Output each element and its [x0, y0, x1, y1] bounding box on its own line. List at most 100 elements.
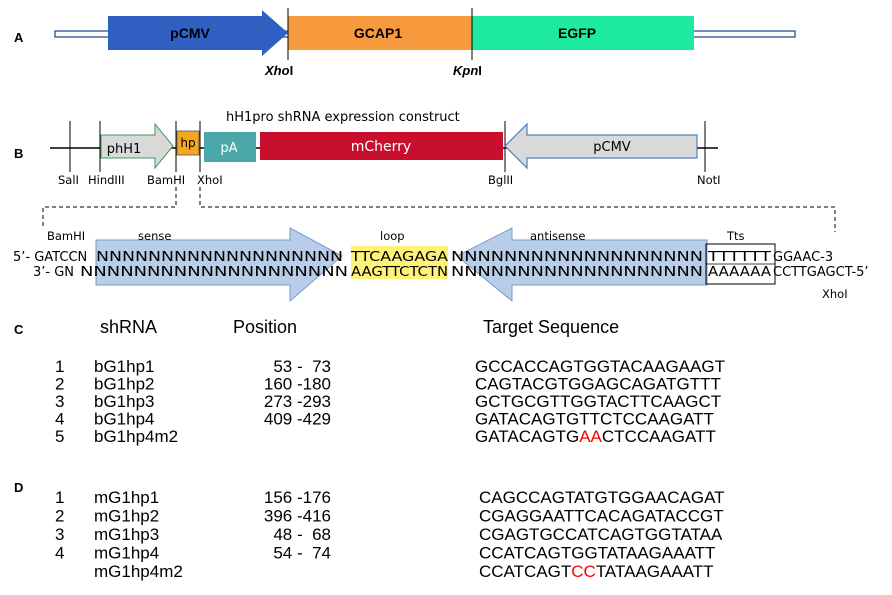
- xhoi-seq-label: XhoI: [822, 287, 848, 301]
- position-range: 160 -180: [264, 375, 331, 394]
- phh1-promoter-arrow: [100, 122, 174, 170]
- shrna-name: mG1hp4m2: [94, 562, 183, 581]
- target-sequence: GCCACCAGTGGTACAAGAAGT: [475, 357, 725, 376]
- bglii-label: BglII: [488, 173, 513, 187]
- target-sequence: CGAGGAATTCACAGATACCGT: [479, 507, 724, 526]
- position-range: 48 - 68: [273, 525, 331, 544]
- hairpin-sequence: BamHI sense loop antisense Tts 5’- GATCC…: [13, 227, 869, 303]
- shrna-name: bG1hp4: [94, 410, 155, 429]
- row-number: 1: [55, 357, 64, 376]
- table-row: 4 mG1hp4 54 - 74 CCATCAGTGGTATAAGAAATT: [55, 544, 715, 563]
- egfp-segment: [472, 16, 694, 50]
- panel-d-label: D: [14, 480, 23, 495]
- shrna-name: mG1hp1: [94, 488, 159, 507]
- row-number: 2: [55, 507, 64, 526]
- hindiii-label: HindIII: [88, 173, 125, 187]
- panel-a-construct: pCMV GCAP1 EGFP XhoI KpnI: [54, 8, 796, 78]
- shrna-name: bG1hp1: [94, 357, 155, 376]
- antisense-label: antisense: [530, 229, 585, 243]
- row-number: 3: [55, 525, 64, 544]
- target-sequence: GATACAGTGAACTCCAAGATT: [475, 427, 716, 446]
- row-number: 1: [55, 488, 64, 507]
- shrna-header: shRNA: [100, 317, 157, 337]
- mutated-bases: CC: [571, 562, 596, 581]
- sense-arrow: [95, 227, 343, 303]
- table-row: 3 mG1hp3 48 - 68 CGAGTGCCATCAGTGGTATAA: [55, 525, 723, 544]
- loop-label: loop: [380, 229, 405, 243]
- position-range: 156 -176: [264, 488, 331, 507]
- xhoi-site-label: XhoI: [264, 63, 293, 78]
- position-header: Position: [233, 317, 297, 337]
- zoom-dashed-lines: [42, 187, 836, 232]
- table-row: mG1hp4m2 CCATCAGTCCTATAAGAAATT: [94, 562, 714, 581]
- loop-highlight: [351, 246, 448, 279]
- target-sequence: CAGCCAGTATGTGGAACAGAT: [479, 488, 725, 507]
- sense-label: sense: [138, 229, 171, 243]
- table-row: 5 bG1hp4m2 GATACAGTGAACTCCAAGATT: [55, 427, 716, 446]
- panel-b-label: B: [14, 146, 23, 161]
- shrna-name: mG1hp2: [94, 507, 159, 526]
- target-sequence: CGAGTGCCATCAGTGGTATAA: [479, 525, 723, 544]
- target-sequence: GCTGCGTTGGTACTTCAAGCT: [475, 392, 721, 411]
- row-number: 4: [55, 544, 64, 563]
- target-sequence-header: Target Sequence: [483, 317, 619, 337]
- bamhi-label: BamHI: [147, 173, 185, 187]
- bamhi-seq-label: BamHI: [47, 229, 85, 243]
- position-range: 409 -429: [264, 410, 331, 429]
- row-number: 3: [55, 392, 64, 411]
- target-sequence: GATACAGTGTTCTCCAAGATT: [475, 410, 714, 429]
- construct-title: hH1pro shRNA expression construct: [226, 110, 460, 125]
- panel-c-label: C: [14, 322, 24, 337]
- target-sequence: CCATCAGTGGTATAAGAAATT: [479, 544, 715, 563]
- table-row: 3 bG1hp3 273 -293 GCTGCGTTGGTACTTCAAGCT: [55, 392, 721, 411]
- panel-d-table: 1 mG1hp1 156 -176 CAGCCAGTATGTGGAACAGAT 2 mG1…: [55, 488, 725, 581]
- position-range: 53 - 73: [273, 357, 331, 376]
- egfp-label: EGFP: [558, 25, 596, 41]
- kpni-site-label: KpnI: [453, 63, 482, 78]
- sali-label: SalI: [58, 173, 79, 187]
- shrna-name: bG1hp2: [94, 375, 155, 394]
- row-number: 4: [55, 410, 64, 429]
- hp-label: hp: [180, 136, 195, 150]
- table-row: 2 mG1hp2 396 -416 CGAGGAATTCACAGATACCGT: [55, 507, 724, 526]
- mcherry-label: mCherry: [351, 139, 411, 155]
- row-number: 2: [55, 375, 64, 394]
- pa-segment: [204, 132, 256, 162]
- target-sequence: CAGTACGTGGAGCAGATGTTT: [475, 375, 721, 394]
- shrna-name: bG1hp3: [94, 392, 155, 411]
- noti-label: NotI: [697, 173, 721, 187]
- mcherry-segment: [260, 132, 503, 160]
- antisense-arrow: [456, 227, 708, 303]
- zoom-line-left: [42, 187, 177, 228]
- pcmv-promoter-arrow: [504, 122, 698, 170]
- tts-label: Tts: [726, 229, 745, 243]
- target-sequence: CCATCAGTCCTATAAGAAATT: [479, 562, 714, 581]
- table-row: 4 bG1hp4 409 -429 GATACAGTGTTCTCCAAGATT: [55, 410, 714, 429]
- pa-label: pA: [220, 141, 237, 156]
- row-number: 5: [55, 427, 64, 446]
- shrna-name: bG1hp4m2: [94, 427, 178, 446]
- table-row: 1 bG1hp1 53 - 73 GCCACCAGTGGTACAAGAAGT: [55, 357, 725, 376]
- phh1-label: phH1: [107, 142, 142, 157]
- shrna-name: mG1hp3: [94, 525, 159, 544]
- table-row: 2 bG1hp2 160 -180 CAGTACGTGGAGCAGATGTTT: [55, 375, 721, 394]
- shrna-name: mG1hp4: [94, 544, 159, 563]
- gcap1-label: GCAP1: [354, 25, 402, 41]
- zoom-line-right: [199, 187, 836, 232]
- gcap1-segment: [288, 16, 472, 50]
- pcmv-promoter-arrow: [108, 10, 288, 56]
- table-row: 1 mG1hp1 156 -176 CAGCCAGTATGTGGAACAGAT: [55, 488, 725, 507]
- panel-b-construct: phH1 hp pA mCherry pCMV SalI HindIII Bam…: [50, 121, 721, 187]
- hp-segment: [176, 130, 200, 156]
- panel-c-table: 1 bG1hp1 53 - 73 GCCACCAGTGGTACAAGAAGT 2 bG1h…: [55, 357, 725, 446]
- position-range: 54 - 74: [273, 544, 331, 563]
- panel-a-label: A: [14, 30, 24, 45]
- pcmv-label: pCMV: [170, 25, 210, 41]
- xhoi-label: XhoI: [197, 173, 223, 187]
- position-range: 273 -293: [264, 392, 331, 411]
- mutated-bases: AA: [579, 427, 602, 446]
- position-range: 396 -416: [264, 507, 331, 526]
